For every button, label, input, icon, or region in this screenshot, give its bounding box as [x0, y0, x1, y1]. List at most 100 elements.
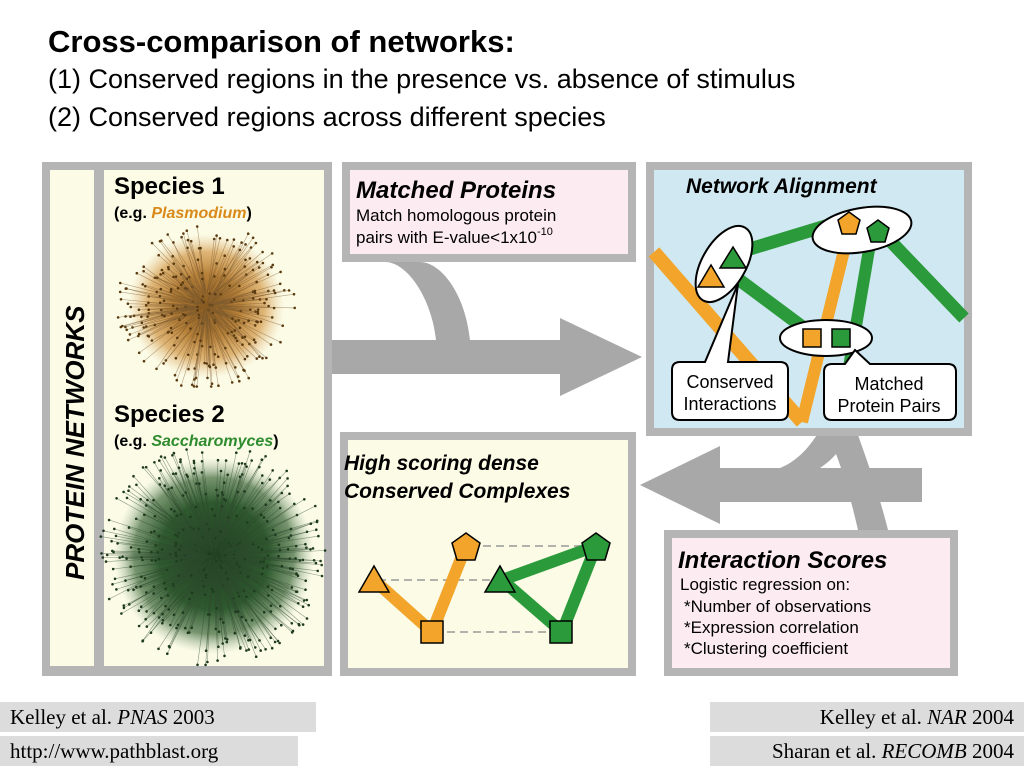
network-node [186, 238, 190, 242]
network-edge [127, 303, 195, 306]
network-node [173, 373, 177, 377]
pathblast-url[interactable]: http://www.pathblast.org [10, 739, 219, 763]
network-node [118, 290, 122, 294]
scores-line4: *Clustering coefficient [684, 639, 848, 658]
network-edge [209, 319, 233, 383]
network-edge [202, 278, 205, 293]
network-edge [238, 558, 282, 567]
network-edge [209, 274, 247, 304]
network-node [259, 649, 263, 652]
network-node [107, 597, 111, 601]
network-node [243, 335, 247, 339]
network-node [288, 492, 291, 496]
network-node [223, 254, 226, 257]
network-node [223, 267, 227, 271]
network-node [124, 287, 128, 290]
network-node [210, 587, 214, 591]
network-node [251, 297, 255, 300]
network-edge [187, 476, 209, 534]
network-edge [224, 528, 292, 553]
ref-year: 2004 [966, 705, 1014, 729]
network-node [104, 560, 108, 563]
network-node [240, 615, 243, 619]
network-node [159, 273, 162, 276]
network-edge [215, 309, 243, 345]
network-node [124, 315, 127, 318]
network-node [155, 367, 158, 371]
network-node [203, 593, 207, 596]
network-node [301, 623, 305, 626]
network-edge [178, 467, 206, 555]
network-node [169, 287, 173, 291]
network-node [129, 565, 132, 568]
network-node [302, 599, 306, 602]
network-node [192, 472, 196, 475]
network-node [202, 568, 206, 571]
network-node [278, 641, 281, 645]
network-node [228, 284, 231, 288]
network-node [303, 498, 306, 501]
network-node [154, 559, 157, 562]
network-node [232, 238, 236, 241]
network-node [166, 594, 170, 597]
network-node [211, 590, 215, 593]
network-edge [175, 473, 210, 542]
network-node [265, 356, 268, 360]
scores-line3: *Expression correlation [684, 618, 859, 637]
network-edge [207, 559, 212, 615]
flow-arrows [332, 262, 922, 530]
network-node [149, 631, 153, 634]
network-node [213, 353, 217, 356]
network-edge [111, 540, 194, 554]
network-edge [177, 307, 197, 309]
network-node [304, 588, 307, 591]
network-node [161, 619, 165, 622]
network-edge [116, 498, 211, 551]
network-edge [223, 556, 301, 561]
network-node [261, 356, 264, 360]
network-node [175, 307, 179, 310]
network-node [149, 531, 153, 534]
species1-heading: Species 1 [114, 173, 225, 200]
network-edge [172, 455, 211, 545]
network-edge [215, 576, 266, 650]
network-node [211, 507, 214, 511]
network-node [170, 507, 173, 511]
network-edge [123, 564, 208, 606]
network-node [210, 382, 214, 386]
network-edge [125, 288, 202, 304]
network-node [204, 663, 207, 667]
network-node [270, 252, 274, 255]
network-node [270, 646, 274, 650]
network-node [205, 362, 209, 365]
network-node [161, 621, 164, 625]
network-node [297, 602, 300, 605]
ref-year: 2003 [167, 705, 215, 729]
network-node [286, 484, 289, 488]
network-node [122, 606, 126, 610]
network-edge [139, 551, 202, 556]
network-edge [207, 557, 214, 663]
scores-line1: Logistic regression on: [680, 575, 850, 594]
ref-journal: PNAS [117, 705, 168, 729]
network-edge [228, 517, 265, 554]
network-edge [200, 248, 205, 291]
network-node [242, 368, 245, 372]
network-node [157, 253, 160, 257]
network-edge [162, 573, 204, 615]
network-node [179, 460, 182, 464]
network-node [127, 489, 130, 493]
network-node [170, 486, 173, 490]
network-node [163, 314, 166, 318]
ref-pathblast-link[interactable]: http://www.pathblast.org [0, 736, 298, 766]
network-node [157, 647, 160, 651]
network-node [242, 321, 246, 325]
network-node [157, 534, 161, 538]
scores-line2: *Number of observations [684, 597, 871, 616]
network-node [143, 576, 147, 580]
network-edge [234, 549, 263, 556]
network-edge [199, 483, 213, 547]
network-node [132, 474, 135, 478]
network-node [159, 287, 163, 291]
network-edge [198, 528, 207, 536]
